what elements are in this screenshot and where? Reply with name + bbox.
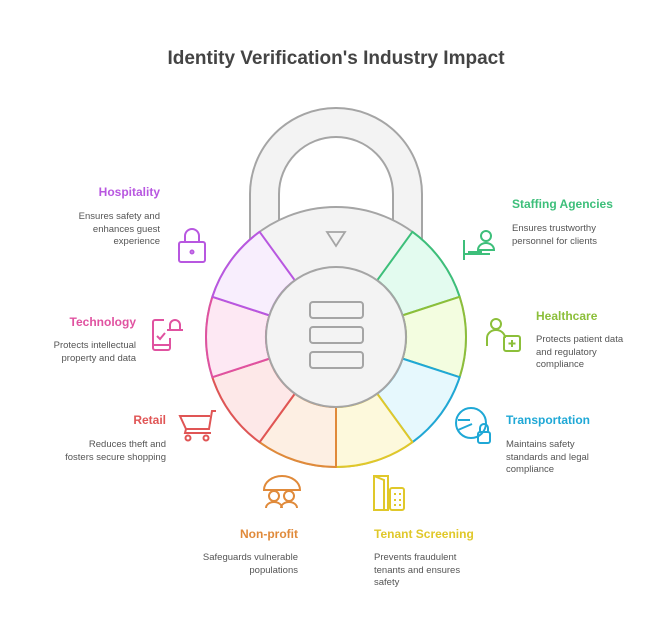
medical-icon — [486, 318, 521, 352]
label-healthcare: Healthcare — [536, 309, 598, 323]
phone-bell-icon — [152, 319, 183, 351]
label-retail: Retail — [133, 413, 166, 427]
dial-bar — [309, 301, 364, 319]
desc-staffing: Ensures trustworthy personnel for client… — [512, 223, 598, 247]
padlock-icon — [178, 228, 206, 263]
triangle-marker-icon — [325, 231, 347, 248]
desc-retail: Reduces theft and fosters secure shoppin… — [65, 439, 166, 463]
cart-icon — [178, 410, 216, 442]
label-non-profit: Non-profit — [240, 527, 298, 541]
dial-bar — [309, 351, 364, 369]
lock-dial — [265, 266, 407, 408]
desc-healthcare: Protects patient data and regulatory com… — [536, 334, 624, 370]
label-technology: Technology — [69, 315, 136, 329]
label-hospitality: Hospitality — [98, 185, 160, 199]
dial-bar — [309, 326, 364, 344]
desc-non-profit: Safeguards vulnerable populations — [202, 552, 298, 576]
transport-icon — [455, 407, 491, 444]
label-staffing: Staffing Agencies — [512, 197, 613, 211]
desc-hospitality: Ensures safety and enhances guest experi… — [78, 211, 160, 247]
door-icon — [373, 475, 405, 511]
desc-technology: Protects intellectual property and data — [53, 340, 136, 364]
staff-icon — [463, 230, 496, 260]
label-transportation: Transportation — [506, 413, 591, 427]
diagram-title: Identity Verification's Industry Impact — [167, 48, 505, 69]
label-tenant-screening: Tenant Screening — [374, 527, 474, 541]
desc-transportation: Maintains safety standards and legal com… — [506, 439, 589, 475]
desc-tenant-screening: Prevents fraudulent tenants and ensures … — [374, 552, 461, 588]
lock-shackle — [249, 107, 423, 261]
umbrella-people-icon — [262, 475, 302, 509]
